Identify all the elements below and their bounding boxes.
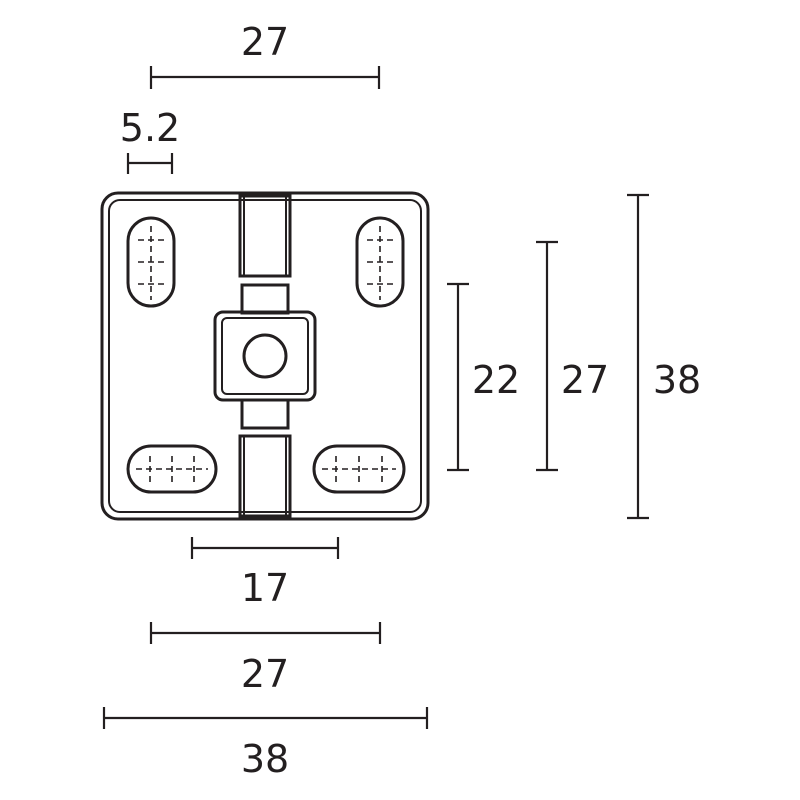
dimension-vertical-27: 27: [536, 240, 609, 472]
dimension-vertical-38: 38: [627, 193, 701, 520]
dimension-label-bottom-17: 17: [241, 566, 289, 610]
center-hole: [242, 333, 288, 379]
dimension-label-vertical-22: 22: [472, 358, 520, 402]
dimension-bottom-17: 17: [190, 537, 340, 610]
dimension-vertical-22: 22: [447, 282, 520, 472]
dimension-label-bottom-38: 38: [241, 737, 289, 781]
dimension-slot-5-2: 5.2: [120, 106, 180, 174]
dimension-top-27: 27: [149, 20, 381, 89]
center-rail: [238, 194, 292, 518]
dimension-label-top-27: 27: [241, 20, 289, 64]
dimension-bottom-27: 27: [149, 622, 382, 696]
dimension-label-vertical-38: 38: [653, 358, 701, 402]
dimension-label-bottom-27: 27: [241, 652, 289, 696]
center-block: [213, 310, 317, 402]
dimension-label-slot-5-2: 5.2: [120, 106, 180, 150]
slot-top-right: [355, 216, 405, 308]
plate-outline: [100, 191, 430, 521]
slot-top-left: [126, 216, 176, 308]
dimension-label-vertical-27: 27: [561, 358, 609, 402]
slot-bottom-left: [126, 444, 218, 494]
dimension-bottom-38: 38: [102, 707, 429, 781]
slot-bottom-right: [312, 444, 406, 494]
